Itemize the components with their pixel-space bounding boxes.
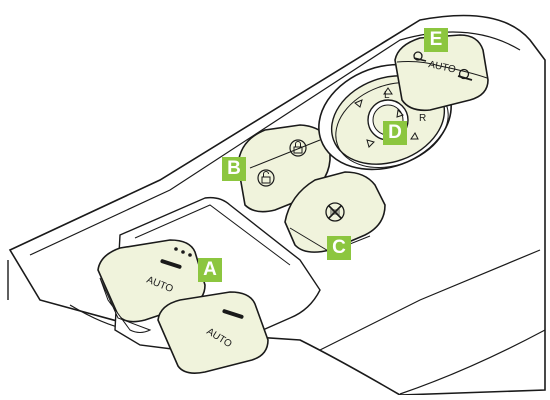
- callout-c: C: [327, 236, 351, 260]
- mirror-right-label: R: [419, 113, 426, 124]
- callout-a: A: [198, 258, 222, 282]
- callout-e: E: [424, 28, 448, 52]
- rear-window-switch[interactable]: AUTO: [158, 292, 268, 373]
- mirror-left-label: L: [384, 90, 390, 101]
- callout-d: D: [383, 121, 407, 145]
- callout-b: B: [222, 157, 246, 181]
